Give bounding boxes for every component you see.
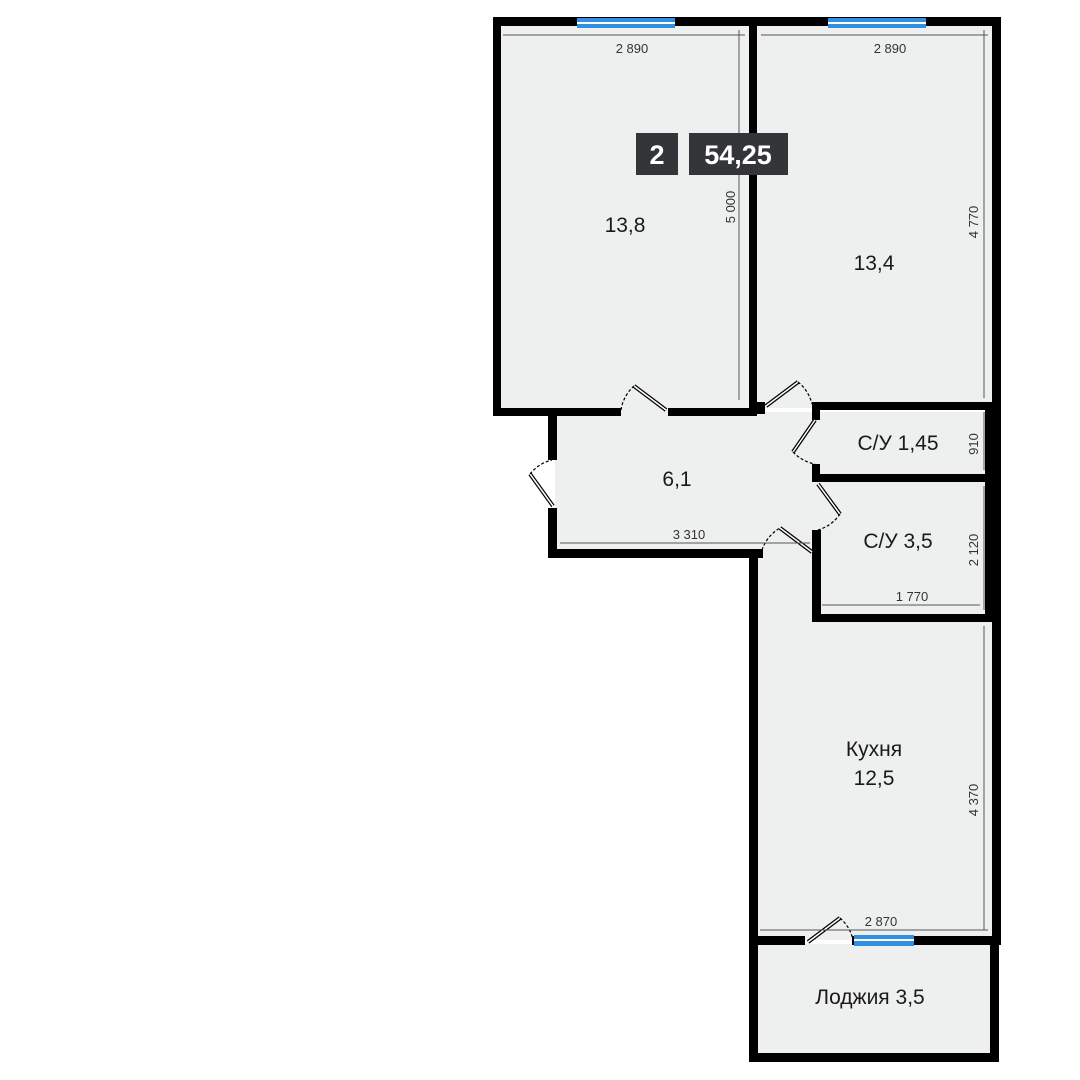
room-label-hallway: 6,1 (662, 468, 691, 491)
total-area-badge: 54,25 (689, 133, 788, 175)
dim-hallway-length: 3 310 (673, 527, 706, 542)
wall (985, 482, 993, 614)
door-bathroom-small (791, 418, 817, 465)
door-bathroom-large (816, 482, 842, 531)
wall (493, 17, 501, 416)
wall (985, 410, 993, 474)
dim-bathroom-large-depth: 2 120 (966, 534, 981, 567)
wall (548, 412, 557, 460)
dimension-labels: 2 890 5 000 2 890 4 770 910 2 120 1 770 … (616, 41, 981, 929)
wall (749, 552, 758, 947)
floor-bedroom-right (757, 22, 997, 408)
door-kitchen (761, 526, 814, 554)
room-labels: 13,8 13,4 6,1 С/У 1,45 С/У 3,5 Кухня 12,… (605, 214, 939, 1009)
room-label-bathroom-large: С/У 3,5 (863, 530, 932, 553)
window-bedroom-right (828, 18, 926, 28)
dim-bedroom-right-width: 2 890 (874, 41, 907, 56)
wall (812, 530, 821, 622)
window-bedroom-left (577, 18, 675, 28)
walls (493, 17, 1001, 1062)
wall (812, 614, 1001, 622)
rooms-count-badge: 2 (636, 133, 678, 175)
wall (548, 549, 763, 558)
floor-hallway (555, 412, 817, 552)
wall (812, 464, 820, 480)
dimension-lines (503, 30, 988, 931)
wall (990, 944, 999, 1062)
floor-bedroom-left (497, 22, 753, 412)
wall (493, 17, 1001, 26)
room-label-bedroom-left: 13,8 (605, 214, 646, 237)
dim-bedroom-right-depth: 4 770 (966, 206, 981, 239)
floors (497, 22, 997, 1056)
door-entrance (528, 459, 555, 508)
dim-kitchen-depth: 4 370 (966, 784, 981, 817)
dim-bathroom-large-width: 1 770 (896, 589, 929, 604)
wall (668, 408, 757, 416)
room-label-bathroom-small: С/У 1,45 (857, 432, 938, 455)
door-bedroom-left (620, 384, 668, 412)
floor-loggia (754, 944, 994, 1056)
room-label-kitchen-area: 12,5 (854, 767, 895, 790)
dim-bedroom-left-width: 2 890 (616, 41, 649, 56)
window-kitchen (854, 935, 914, 946)
doors (528, 380, 854, 944)
floor-kitchen-top (757, 616, 994, 940)
wall (812, 474, 1001, 482)
floor-bathroom-small (817, 412, 994, 474)
wall (757, 402, 765, 414)
rooms-count: 2 (649, 140, 664, 170)
door-bedroom-right (764, 380, 813, 408)
wall (852, 936, 1001, 945)
windows (577, 18, 926, 946)
wall (749, 936, 805, 945)
wall (548, 508, 557, 558)
wall (749, 17, 757, 416)
room-label-loggia: Лоджия 3,5 (815, 986, 924, 1009)
wall (749, 1053, 999, 1062)
total-area: 54,25 (704, 140, 772, 170)
room-label-kitchen-name: Кухня (846, 738, 902, 761)
dim-bathroom-small-depth: 910 (966, 433, 981, 455)
wall (749, 944, 758, 1062)
dim-bedroom-left-depth: 5 000 (723, 191, 738, 224)
room-label-bedroom-right: 13,4 (854, 252, 895, 275)
wall (812, 402, 1001, 410)
wall (812, 402, 820, 420)
dim-kitchen-width: 2 870 (865, 914, 898, 929)
